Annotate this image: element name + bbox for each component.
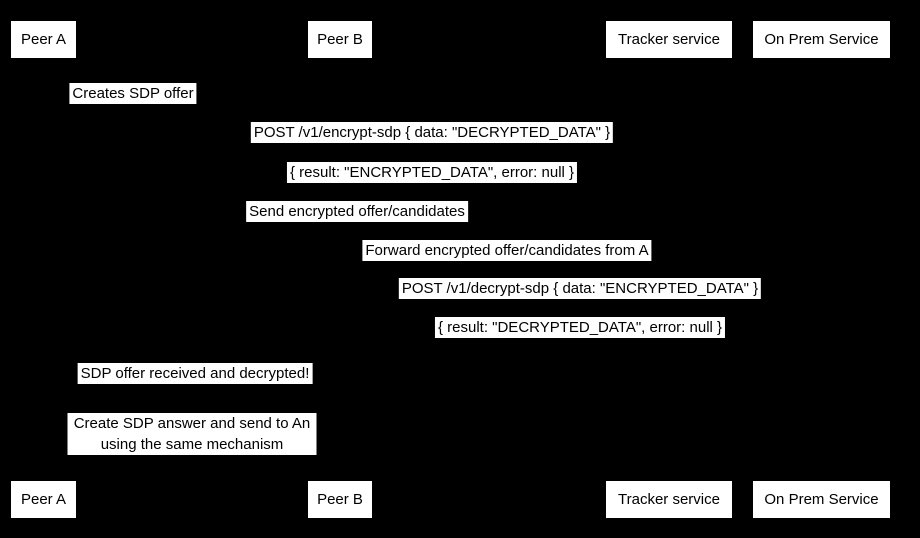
- message-creates-sdp-offer: Creates SDP offer: [69, 83, 197, 104]
- participant-on-prem-service-top: On Prem Service: [753, 21, 890, 58]
- message-sdp-offer-received: SDP offer received and decrypted!: [77, 363, 313, 384]
- message-post-encrypt-sdp: POST /v1/encrypt-sdp { data: "DECRYPTED_…: [250, 122, 614, 143]
- participant-peer-b-top: Peer B: [308, 21, 372, 58]
- participant-peer-b-bottom: Peer B: [308, 481, 372, 518]
- note-create-sdp-answer: Create SDP answer and send to An using t…: [67, 413, 317, 455]
- participant-peer-a-top: Peer A: [11, 21, 76, 58]
- message-send-encrypted-offer: Send encrypted offer/candidates: [246, 201, 468, 222]
- message-decrypt-result: { result: "DECRYPTED_DATA", error: null …: [434, 317, 726, 338]
- message-forward-encrypted-offer: Forward encrypted offer/candidates from …: [362, 240, 652, 261]
- message-post-decrypt-sdp: POST /v1/decrypt-sdp { data: "ENCRYPTED_…: [398, 278, 762, 299]
- participant-peer-a-bottom: Peer A: [11, 481, 76, 518]
- participant-tracker-service-top: Tracker service: [606, 21, 732, 58]
- participant-tracker-service-bottom: Tracker service: [606, 481, 732, 518]
- participant-on-prem-service-bottom: On Prem Service: [753, 481, 890, 518]
- message-encrypt-result: { result: "ENCRYPTED_DATA", error: null …: [286, 162, 578, 183]
